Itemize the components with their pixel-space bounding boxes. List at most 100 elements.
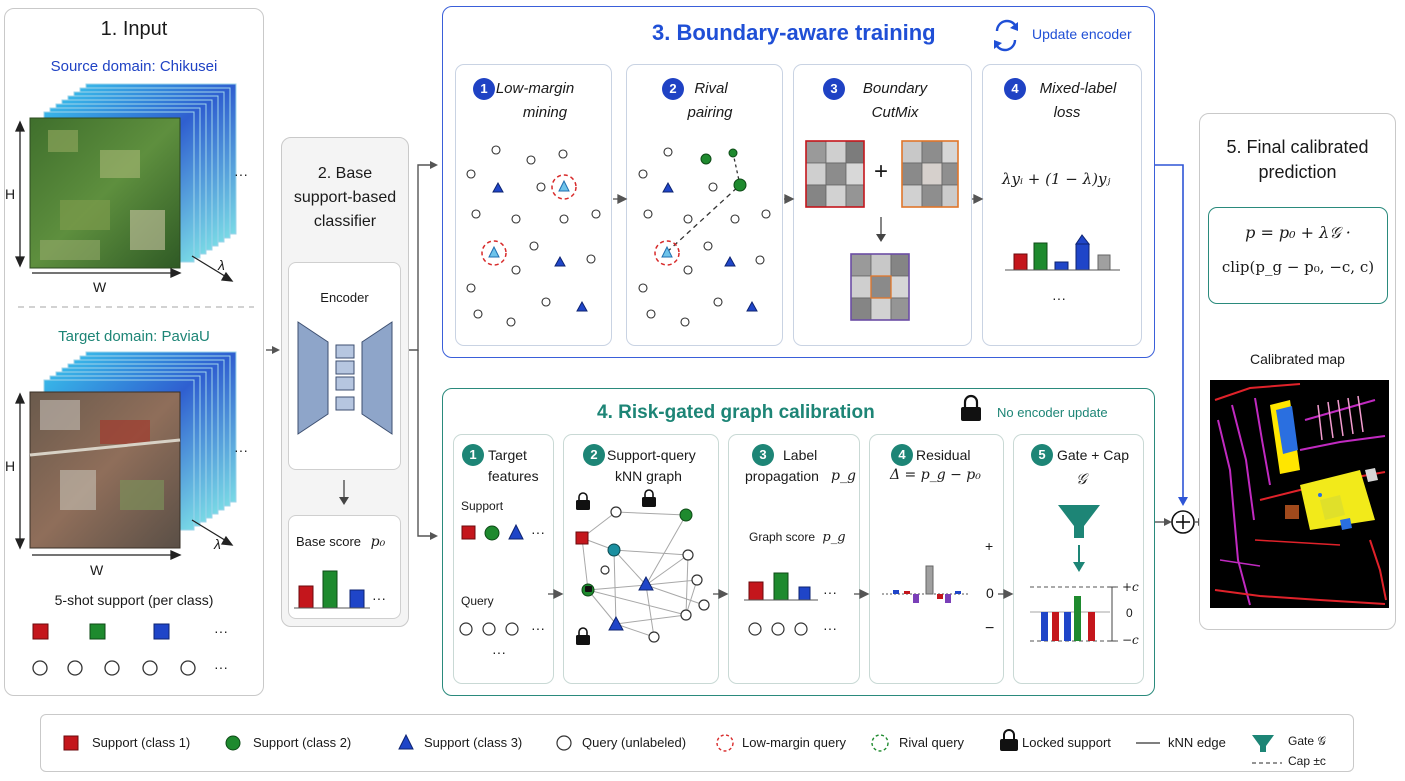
cap-zero: 0 bbox=[1126, 606, 1133, 620]
graph-step-2-number: 2 bbox=[583, 444, 605, 466]
cutmix-patch-a bbox=[805, 140, 865, 208]
legend-query-unlabeled: Query (unlabeled) bbox=[582, 735, 687, 750]
graph-step-5-title-1: Gate + Cap bbox=[1057, 447, 1129, 463]
legend-support-class1: Support (class 1) bbox=[92, 735, 191, 750]
graph-card-3 bbox=[728, 434, 860, 684]
boundary-step-3-title-1: Boundary bbox=[862, 80, 928, 97]
graph-step-4-title-1: Residual bbox=[916, 447, 971, 463]
encoder-label: Encoder bbox=[320, 290, 369, 305]
cap-plus-c: +c bbox=[1122, 580, 1139, 594]
graph-score-label: Graph score p_g bbox=[749, 530, 846, 545]
cutmix-plus-sign: + bbox=[874, 158, 889, 185]
legend-support-class2: Support (class 2) bbox=[253, 735, 352, 750]
target-domain-label: Target domain: PaviaU bbox=[58, 328, 210, 345]
cap-bars bbox=[1030, 586, 1118, 642]
graph-card-1 bbox=[453, 434, 554, 684]
legend-support-class3: Support (class 3) bbox=[424, 735, 523, 750]
legend-locked-support: Locked support bbox=[1022, 735, 1111, 750]
boundary-step-2-number: 2 bbox=[662, 78, 684, 100]
no-encoder-update-label: No encoder update bbox=[997, 405, 1108, 420]
source-axis-w: W bbox=[93, 279, 107, 295]
residual-plus: + bbox=[985, 538, 994, 554]
low-margin-triangles bbox=[492, 181, 588, 312]
legend-gate: Gate 𝒢 bbox=[1288, 734, 1326, 748]
source-dots: ··· bbox=[234, 166, 248, 182]
low-margin-highlights bbox=[481, 174, 577, 266]
base-title-3: classifier bbox=[313, 213, 377, 230]
legend-rival-query: Rival query bbox=[899, 735, 965, 750]
cutmix-patch-b bbox=[901, 140, 959, 208]
boundary-step-4-number: 4 bbox=[1004, 78, 1026, 100]
graph-step-4-title-2: Δ = p_g − p₀ bbox=[890, 467, 981, 483]
graph-step-3-title-2: propagation bbox=[745, 468, 819, 484]
final-title-2: prediction bbox=[1258, 162, 1337, 182]
rival-pair-line bbox=[654, 148, 747, 266]
encoder-network-icon bbox=[297, 321, 393, 435]
residual-bars bbox=[882, 565, 970, 603]
legend-low-margin-query: Low-margin query bbox=[742, 735, 847, 750]
source-axis-lambda: λ bbox=[218, 257, 225, 273]
legend-box bbox=[40, 714, 1354, 772]
rival-triangles bbox=[662, 181, 758, 312]
graph-support-label: Support bbox=[461, 499, 504, 513]
mixed-label-dots: ··· bbox=[1052, 290, 1066, 306]
support-dots-row1: ··· bbox=[214, 623, 228, 639]
flow-arrowheads bbox=[272, 161, 438, 540]
base-title-1: 2. Base bbox=[317, 165, 373, 182]
graph-step-5-number: 5 bbox=[1031, 444, 1053, 466]
graph-step-3-number: 3 bbox=[752, 444, 774, 466]
boundary-card-2 bbox=[626, 64, 783, 346]
residual-minus: − bbox=[985, 620, 995, 637]
boundary-step-arrows bbox=[613, 193, 984, 205]
graph-step-2-title-1: Support-query bbox=[607, 447, 696, 463]
refresh-icon-arrows bbox=[994, 22, 1018, 49]
graph-score-symbol: p_g bbox=[822, 530, 846, 545]
boundary-card-1 bbox=[455, 64, 612, 346]
source-domain-label: Source domain: Chikusei bbox=[50, 58, 218, 75]
label-prop-query-dots: ··· bbox=[823, 620, 837, 636]
target-support-shapes bbox=[461, 523, 524, 541]
label-prop-pg: p_g bbox=[831, 468, 856, 484]
update-encoder-label: Update encoder bbox=[1032, 26, 1132, 42]
graph-score-bars bbox=[744, 572, 818, 601]
cap-minus-c: −c bbox=[1122, 633, 1139, 647]
boundary-step-2-title-2: pairing bbox=[687, 104, 733, 121]
target-axes bbox=[14, 392, 234, 561]
graph-step-5-title-2: 𝒢 bbox=[1076, 470, 1087, 488]
boundary-card-4 bbox=[982, 64, 1142, 346]
target-axis-lambda: λ bbox=[214, 536, 221, 552]
boundary-title: 3. Boundary-aware training bbox=[652, 20, 936, 45]
boundary-step-3-number: 3 bbox=[823, 78, 845, 100]
legend-cap: Cap ±c bbox=[1288, 754, 1326, 768]
graph-step-2-title-2: kNN graph bbox=[615, 468, 682, 484]
graph-query-dots-2: ··· bbox=[492, 644, 506, 660]
low-margin-scatter bbox=[466, 145, 601, 327]
graph-to-sum-arrowhead bbox=[1164, 518, 1172, 526]
knn-lock-icons bbox=[576, 489, 656, 645]
boundary-step-4-title-2: loss bbox=[1053, 104, 1081, 121]
source-axes bbox=[14, 120, 234, 282]
graph-card-4 bbox=[869, 434, 1004, 684]
boundary-to-sum-connector bbox=[1155, 164, 1184, 498]
graph-step-arrows bbox=[548, 588, 1014, 600]
target-axis-w: W bbox=[90, 562, 104, 578]
boundary-step-3-title-2: CutMix bbox=[871, 104, 919, 121]
support-dots-row2: ··· bbox=[214, 659, 228, 675]
graph-score-text: Graph score bbox=[749, 530, 816, 544]
graph-score-dots: ··· bbox=[823, 584, 837, 600]
final-formula-box bbox=[1208, 207, 1388, 304]
graph-query-dots: ··· bbox=[531, 620, 545, 636]
final-formula-line1: p = p₀ + λ𝒢 · bbox=[1245, 223, 1351, 242]
label-prop-query-circles bbox=[748, 622, 808, 636]
target-dots: ··· bbox=[234, 442, 248, 458]
base-score-bars bbox=[294, 570, 370, 609]
base-title-2: support-based bbox=[293, 189, 397, 206]
input-title: 1. Input bbox=[100, 18, 168, 40]
support-examples bbox=[32, 623, 196, 676]
mixed-label-formula: λyᵢ + (1 − λ)yⱼ bbox=[1002, 170, 1111, 188]
